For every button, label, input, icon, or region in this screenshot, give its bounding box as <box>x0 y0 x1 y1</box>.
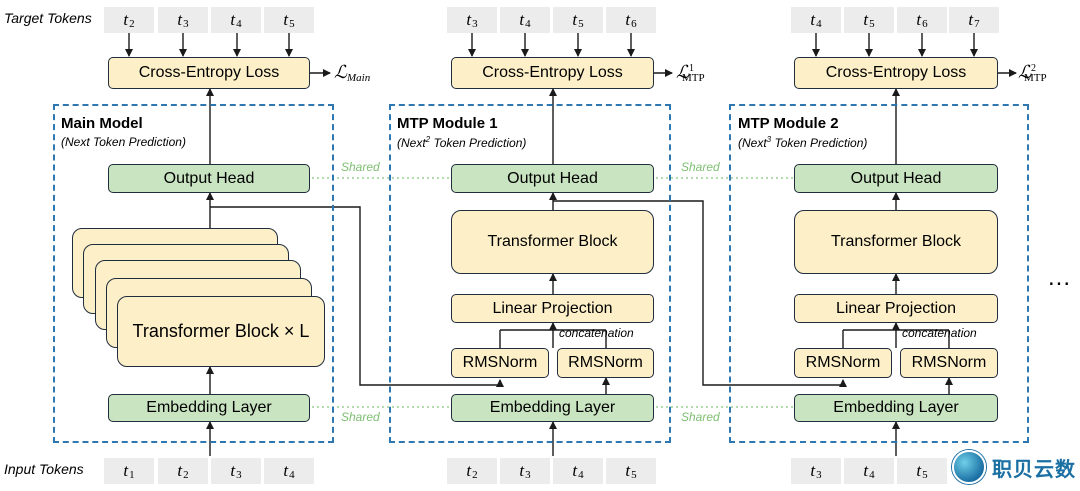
mtp2-rmsnorm-right: RMSNorm <box>900 348 998 378</box>
mtp1-concatenation-label: concatenation <box>559 326 634 340</box>
mtp2-output-head: Output Head <box>794 164 998 193</box>
mtp1-loss-box: Cross-Entropy Loss <box>451 57 654 89</box>
mtp2-title: MTP Module 2 <box>738 115 839 132</box>
shared-output-head-label: Shared <box>681 160 720 174</box>
mtp1-module-box <box>389 104 671 443</box>
mtp2-loss-symbol: ℒ2MTP <box>1018 62 1047 84</box>
shared-output-head-label: Shared <box>341 160 380 174</box>
mtp2-linear-projection: Linear Projection <box>794 294 998 323</box>
input-tokens-label: Input Tokens <box>4 461 84 477</box>
watermark-text: 职贝云数 <box>992 458 1076 481</box>
mtp1-title: MTP Module 1 <box>397 115 498 132</box>
mtp1-loss-symbol: ℒ1MTP <box>676 62 705 84</box>
mtp1-embedding-layer: Embedding Layer <box>451 394 654 422</box>
target-tokens-label: Target Tokens <box>4 10 92 26</box>
mtp1-transformer-block: Transformer Block <box>451 210 654 274</box>
main-loss-symbol: ℒMain <box>334 62 371 84</box>
mtp2-transformer-block: Transformer Block <box>794 210 998 274</box>
mtp1-subtitle: (Next2 Token Prediction) <box>397 135 527 150</box>
mtp2-embedding-layer: Embedding Layer <box>794 394 998 422</box>
mtp2-subtitle: (Next3 Token Prediction) <box>738 135 868 150</box>
mtp2-module-box <box>729 104 1029 443</box>
main-model-box <box>53 104 334 443</box>
mtp1-rmsnorm-right: RMSNorm <box>557 348 654 378</box>
mtp2-loss-box: Cross-Entropy Loss <box>794 57 998 89</box>
main-output-head: Output Head <box>108 164 310 193</box>
main-loss-box: Cross-Entropy Loss <box>108 57 310 89</box>
mtp2-concatenation-label: concatenation <box>902 326 977 340</box>
shared-embedding-label: Shared <box>681 410 720 424</box>
watermark: 职贝云数 <box>952 450 1076 484</box>
main-model-subtitle: (Next Token Prediction) <box>61 135 186 149</box>
more-modules-ellipsis: ... <box>1048 264 1072 291</box>
mtp1-linear-projection: Linear Projection <box>451 294 654 323</box>
main-model-title: Main Model <box>61 115 143 132</box>
globe-logo-icon <box>952 450 986 484</box>
mtp1-output-head: Output Head <box>451 164 654 193</box>
main-embedding-layer: Embedding Layer <box>108 394 310 422</box>
mtp1-rmsnorm-left: RMSNorm <box>451 348 549 378</box>
shared-embedding-label: Shared <box>341 410 380 424</box>
main-transformer-block: Transformer Block × L <box>117 296 325 367</box>
mtp2-rmsnorm-left: RMSNorm <box>794 348 892 378</box>
